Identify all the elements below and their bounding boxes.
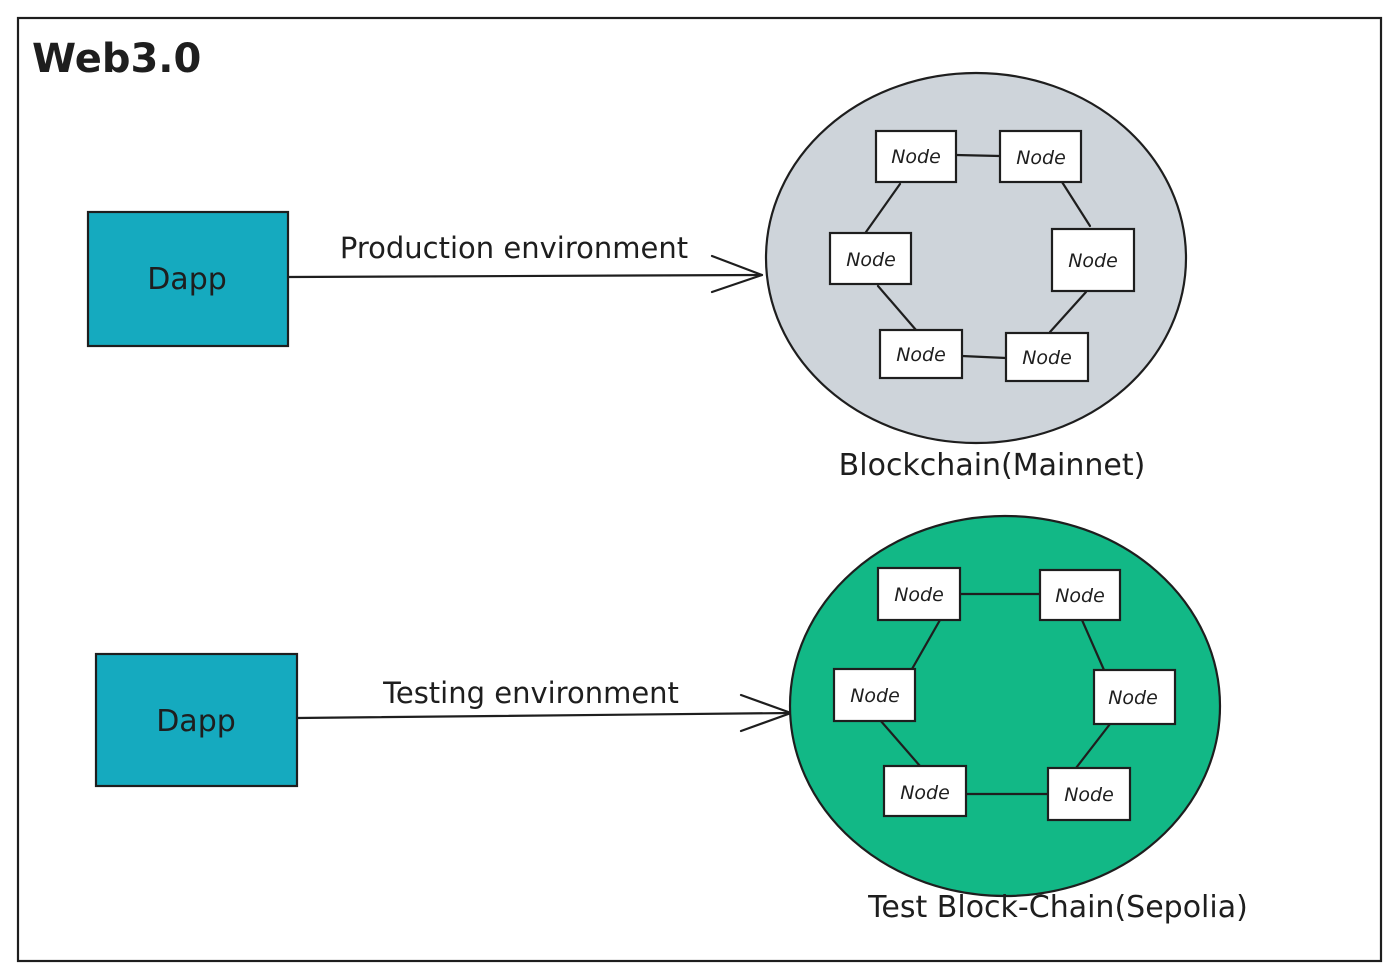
mainnet-node[interactable]: Node <box>998 129 1083 184</box>
svg-text:Node: Node <box>896 344 946 366</box>
svg-text:Node: Node <box>846 249 896 271</box>
mainnet-node[interactable]: Node <box>1004 331 1090 383</box>
svg-text:Node: Node <box>1068 250 1118 272</box>
testnet-node[interactable]: Node <box>1092 668 1177 726</box>
mainnet-node[interactable]: Node <box>874 129 958 184</box>
dapp-box-testnet[interactable] <box>94 652 299 788</box>
arrow-line-mainnet <box>286 273 764 279</box>
arrow-label-testnet: Testing environment <box>382 676 679 710</box>
svg-text:Node: Node <box>1055 585 1105 607</box>
arrow-head-mainnet <box>710 254 764 294</box>
outer-frame <box>16 16 1383 963</box>
mainnet-node[interactable]: Node <box>1050 227 1136 293</box>
mainnet-node[interactable]: Node <box>878 328 964 380</box>
testnet-nodes: Node Node Node Node Node Node <box>832 566 1177 822</box>
diagram-title: Web3.0 <box>32 36 201 82</box>
svg-text:Node: Node <box>1064 784 1114 806</box>
testnet-node[interactable]: Node <box>832 667 917 723</box>
dapp-label-testnet: Dapp <box>156 704 236 739</box>
svg-text:Node: Node <box>891 146 941 168</box>
arrow-label-mainnet: Production environment <box>340 231 688 265</box>
svg-text:Node: Node <box>1108 687 1158 709</box>
svg-text:Node: Node <box>894 584 944 606</box>
arrow-line-testnet <box>295 711 793 720</box>
svg-text:Node: Node <box>1016 147 1066 169</box>
testnet-caption: Test Block-Chain(Sepolia) <box>867 890 1248 925</box>
dapp-label-mainnet: Dapp <box>147 262 227 297</box>
mainnet-nodes: Node Node Node Node Node Node <box>828 129 1136 383</box>
testnet-node[interactable]: Node <box>882 764 968 818</box>
testnet-section: Dapp Testing environment Node Node <box>94 514 1248 925</box>
mainnet-node[interactable]: Node <box>828 231 913 286</box>
mainnet-section: Dapp Production environment Node Node <box>86 71 1188 483</box>
dapp-box-mainnet[interactable] <box>86 210 290 348</box>
svg-text:Node: Node <box>1022 347 1072 369</box>
testnet-node[interactable]: Node <box>876 566 962 622</box>
testnet-connections <box>878 592 1112 796</box>
mainnet-connections <box>864 153 1092 360</box>
testnet-node[interactable]: Node <box>1038 568 1122 622</box>
mainnet-caption: Blockchain(Mainnet) <box>839 448 1146 483</box>
svg-text:Node: Node <box>850 685 900 707</box>
testnet-node[interactable]: Node <box>1046 766 1132 822</box>
svg-text:Node: Node <box>900 782 950 804</box>
